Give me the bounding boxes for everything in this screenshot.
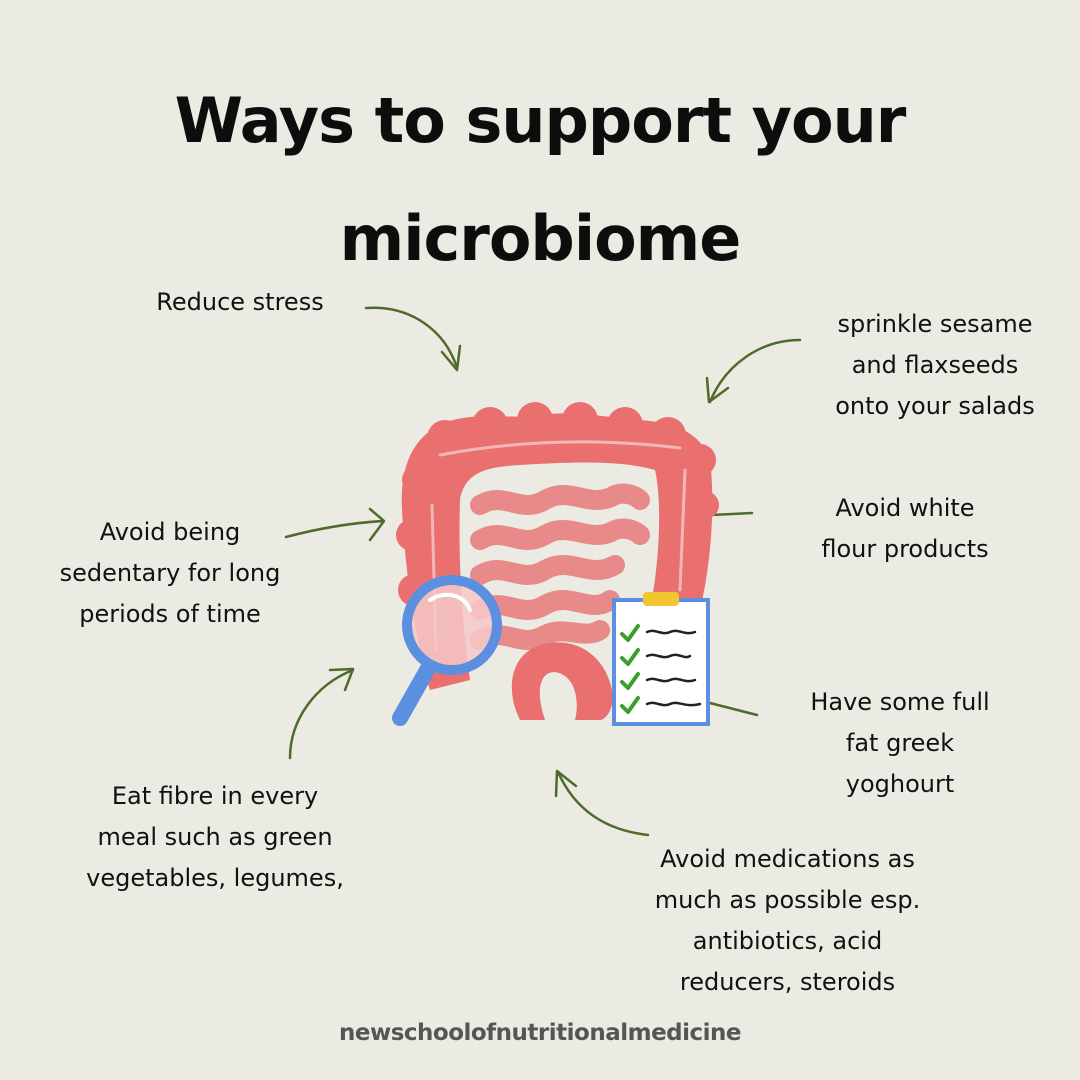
arrow-sedentary xyxy=(284,507,386,542)
footer-handle: newschoolofnutritionalmedicine xyxy=(338,1020,742,1046)
checklist-icon xyxy=(612,592,710,726)
tip-sedentary: Avoid being sedentary for long periods o… xyxy=(59,518,281,628)
page-title: Ways to support your microbiome xyxy=(0,62,1080,298)
line-white-flour xyxy=(710,511,754,517)
arrows-group xyxy=(284,306,802,837)
tip-white-flour: Avoid white flour products xyxy=(821,494,989,563)
arrow-fibre xyxy=(288,667,355,760)
title-line-1: Ways to support your xyxy=(174,84,907,157)
magnifier-icon xyxy=(392,575,502,726)
tip-yoghourt: Have some full fat greek yoghourt xyxy=(810,688,990,798)
tip-seeds: sprinkle sesame and flaxseeds onto your … xyxy=(835,310,1035,420)
arrow-medications xyxy=(554,769,650,837)
title-line-2: microbiome xyxy=(339,202,742,275)
tip-fibre: Eat fibre in every meal such as green ve… xyxy=(86,782,344,892)
arrow-seeds xyxy=(705,338,802,404)
arrow-reduce-stress xyxy=(364,306,462,372)
line-yoghourt xyxy=(708,701,759,717)
tip-reduce-stress: Reduce stress xyxy=(156,288,324,316)
tip-medications: Avoid medications as much as possible es… xyxy=(654,845,921,996)
